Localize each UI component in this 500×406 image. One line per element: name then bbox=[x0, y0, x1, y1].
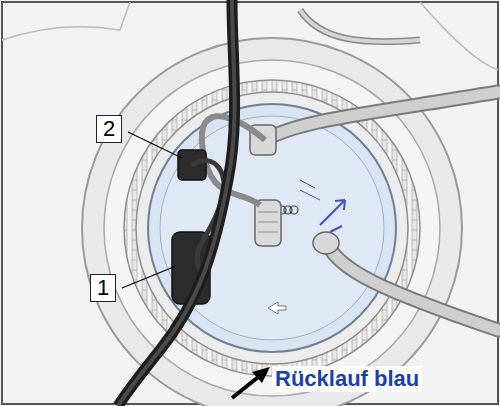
flow-arrow-mark bbox=[320, 200, 345, 232]
return-line-note: Rücklauf blau bbox=[272, 366, 422, 392]
callout-number: 2 bbox=[96, 115, 122, 143]
center-fitting bbox=[255, 200, 281, 246]
locking-ring bbox=[82, 38, 462, 406]
callout-number: 1 bbox=[90, 274, 116, 302]
leader-line bbox=[128, 132, 182, 158]
feed-hose bbox=[265, 92, 498, 140]
leader-line bbox=[122, 266, 176, 288]
return-connector bbox=[313, 232, 339, 254]
pointer-arrow-head bbox=[252, 367, 270, 383]
wiring-harness bbox=[118, 0, 235, 406]
return-hose bbox=[328, 245, 498, 330]
